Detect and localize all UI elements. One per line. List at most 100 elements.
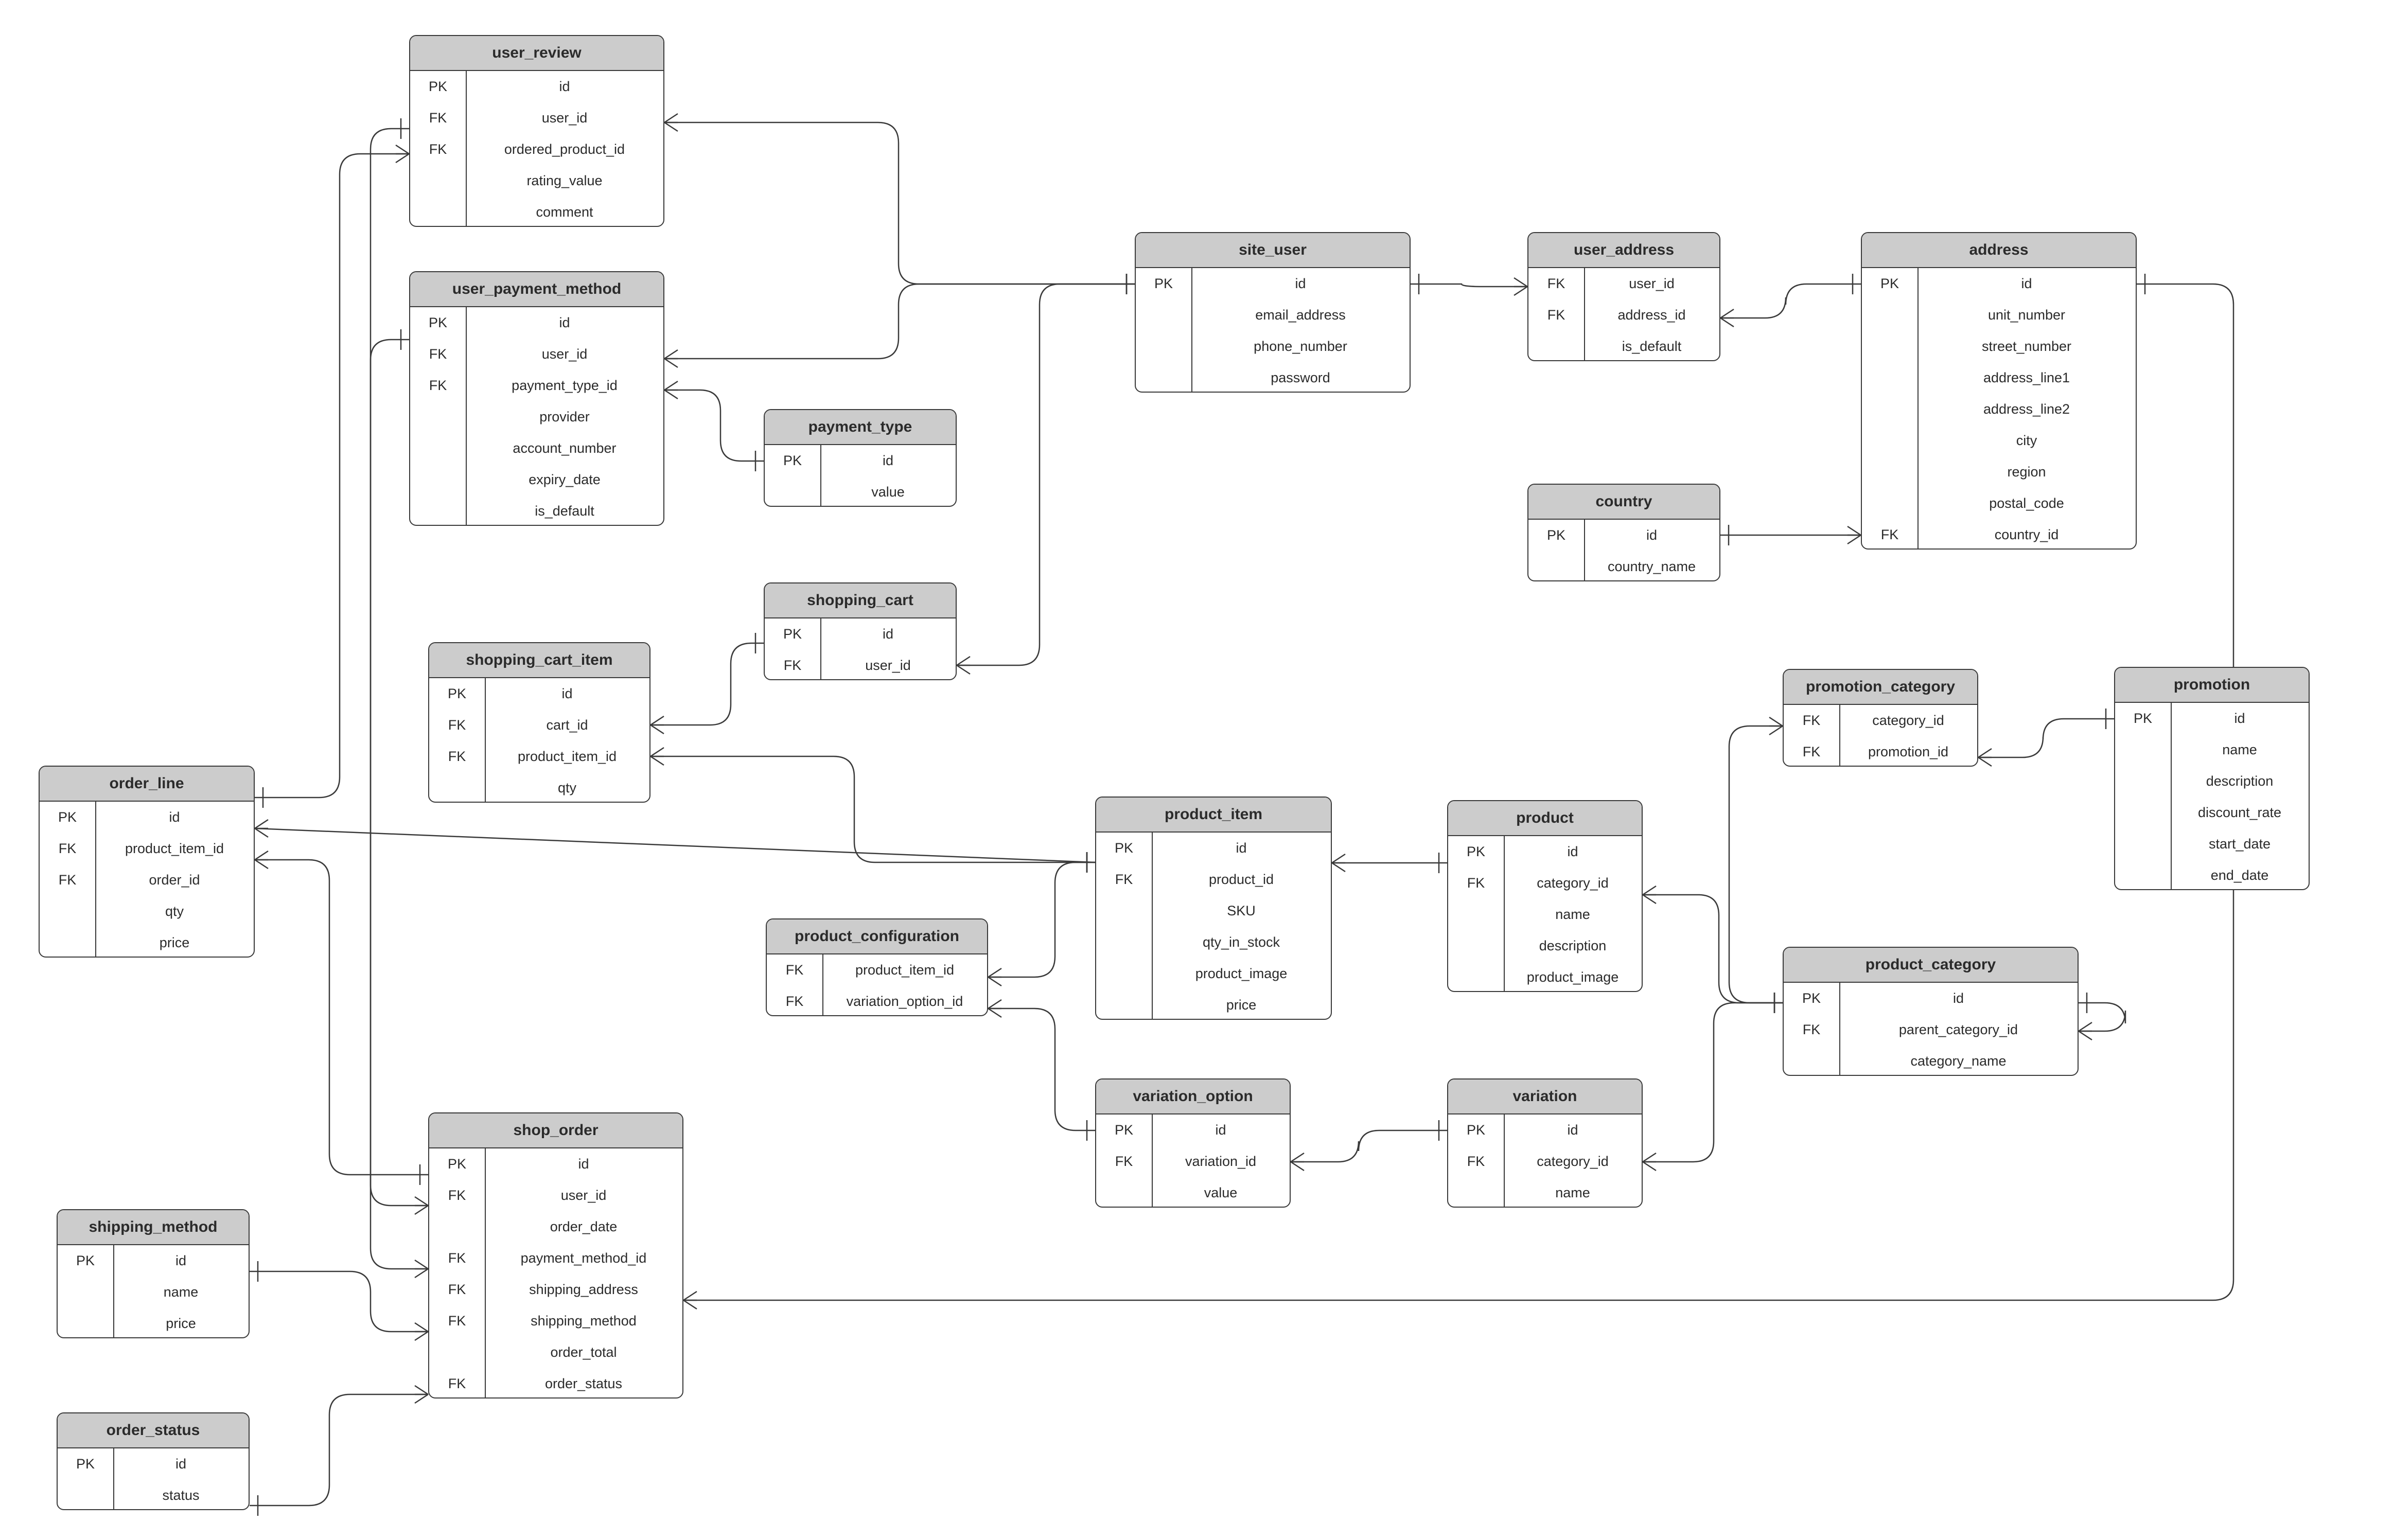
key-column-divider <box>113 1245 114 1337</box>
edge-user-payment-method-payment-type-to-payment-type <box>664 380 764 471</box>
table-title-address: address <box>1862 233 2136 268</box>
crowfoot-many-marker <box>988 1007 1002 1018</box>
crowfoot-many-marker <box>988 976 1002 987</box>
row-key-badge: PK <box>58 809 77 825</box>
row-field-name: name <box>1555 1185 1590 1200</box>
table-title-variation: variation <box>1448 1079 1642 1114</box>
row-key-badge: PK <box>447 686 467 701</box>
row-field-name: order_date <box>550 1219 618 1234</box>
row-key-badge: PK <box>1466 844 1486 859</box>
table-title-shopping_cart_item: shopping_cart_item <box>429 643 649 678</box>
row-field-name: product_item_id <box>855 962 955 978</box>
table-row: name <box>58 1277 249 1308</box>
row-field-name: unit_number <box>1987 307 2066 323</box>
row-field-name: id <box>882 626 893 642</box>
row-field-name: provider <box>539 409 590 424</box>
key-column-divider <box>95 802 96 957</box>
relationship-line <box>2079 1002 2126 1032</box>
row-field-name: qty <box>165 904 184 919</box>
row-key-badge: PK <box>1546 527 1566 543</box>
row-key-badge: FK <box>429 110 447 126</box>
row-field-name: phone_number <box>1254 339 1347 354</box>
crowfoot-many-marker <box>1642 1161 1657 1172</box>
row-key-badge: FK <box>1802 744 1821 759</box>
crowfoot-many-marker <box>414 1322 429 1333</box>
row-field-name: discount_rate <box>2197 805 2282 820</box>
row-field-name: id <box>1567 1122 1578 1138</box>
edge-user-address-user-id-to-site-user <box>1411 274 1528 296</box>
row-field-name: address_line2 <box>1983 401 2070 417</box>
row-field-name: comment <box>536 204 593 220</box>
key-column-divider <box>113 1448 114 1509</box>
row-key-badge: PK <box>783 453 802 468</box>
crowfoot-many-marker <box>683 1299 697 1310</box>
table-row: qty <box>429 772 649 802</box>
crowfoot-many-marker <box>988 967 1002 978</box>
relationship-line <box>1643 894 1783 1004</box>
key-column-divider <box>1839 983 1840 1075</box>
crowfoot-many-marker <box>1769 716 1783 727</box>
row-field-name: country_id <box>1994 527 2059 542</box>
row-field-name: is_default <box>1622 339 1682 354</box>
edge-shop-order-order-status-to-order-status <box>250 1385 429 1516</box>
row-field-name: value <box>871 484 905 500</box>
table-row: order_total <box>429 1337 682 1368</box>
row-field-name: user_id <box>1629 276 1675 291</box>
edge-product-configuration-product-item-to-product-item <box>988 852 1095 987</box>
row-field-name: order_id <box>149 872 200 888</box>
row-key-badge: FK <box>448 717 466 733</box>
row-field-name: shipping_method <box>531 1313 637 1329</box>
relationship-line <box>664 121 1135 285</box>
crowfoot-many-marker <box>664 380 678 391</box>
table-row: is_default <box>1528 331 1719 360</box>
row-field-name: id <box>559 315 570 330</box>
row-field-name: payment_method_id <box>520 1250 647 1266</box>
edge-product-category-id-to-product-category <box>1642 885 1783 1013</box>
relationship-line <box>1728 725 1783 1004</box>
row-field-name: product_item_id <box>517 749 617 764</box>
row-field-name: name <box>2222 742 2257 757</box>
table-row: start_date <box>2115 828 2309 860</box>
crowfoot-many-marker <box>664 358 678 368</box>
table-row: unit_number <box>1862 299 2136 331</box>
table-row: end_date <box>2115 860 2309 889</box>
key-column-divider <box>820 445 821 506</box>
crowfoot-many-marker <box>2078 1030 2092 1041</box>
crowfoot-many-marker <box>650 747 664 757</box>
